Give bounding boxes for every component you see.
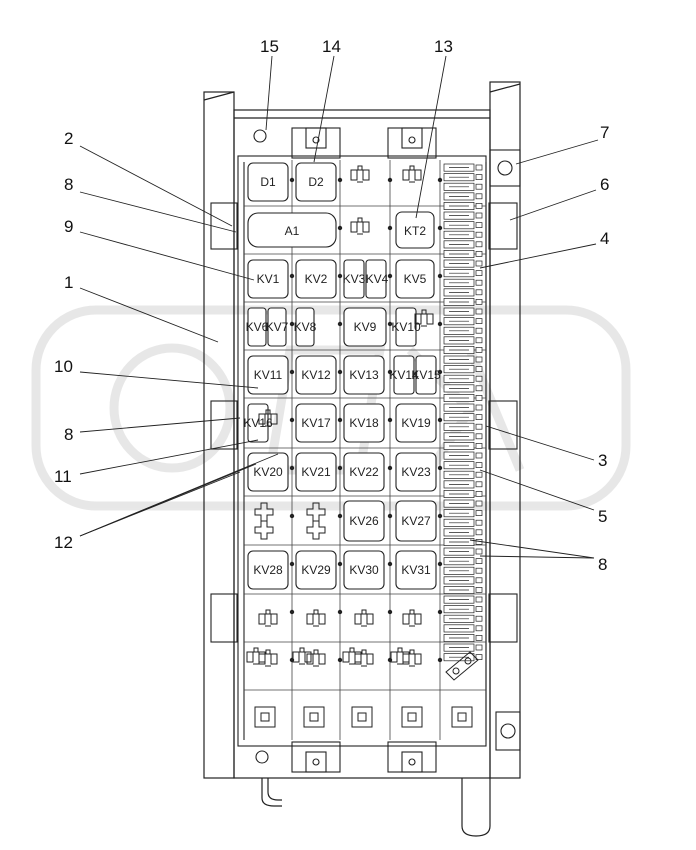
callout-15: 15 bbox=[260, 37, 279, 56]
module-KV2 bbox=[295, 259, 337, 299]
label-KV8: KV8 bbox=[294, 320, 317, 334]
label-KV13: KV13 bbox=[349, 368, 379, 382]
callout-10: 10 bbox=[54, 357, 73, 376]
label-KV17: KV17 bbox=[301, 416, 331, 430]
callout-12: 12 bbox=[54, 533, 73, 552]
callout-8-top: 8 bbox=[64, 175, 73, 194]
empty-relay-sockets bbox=[246, 165, 434, 667]
module-KV22 bbox=[343, 452, 385, 492]
label-KV2: KV2 bbox=[305, 272, 328, 286]
callout-8-bottom: 8 bbox=[598, 555, 607, 574]
module-labels: D1 D2 A1 KT2 KV1 KV2 KV3 KV4 KV5 KV6 KV7… bbox=[243, 175, 441, 577]
terminal-posts bbox=[254, 651, 479, 728]
label-KV21: KV21 bbox=[301, 465, 331, 479]
block-body bbox=[237, 155, 487, 747]
module-KV1 bbox=[247, 259, 289, 299]
label-KV19: KV19 bbox=[401, 416, 431, 430]
module-KV28 bbox=[247, 550, 289, 590]
module-KV5 bbox=[395, 259, 435, 299]
callout-6: 6 bbox=[600, 175, 609, 194]
callouts: 15 14 13 2 7 8 6 9 4 1 10 8 3 11 5 12 8 bbox=[54, 37, 609, 574]
label-D1: D1 bbox=[260, 175, 276, 189]
module-KV26 bbox=[343, 500, 385, 542]
label-KV7: KV7 bbox=[266, 320, 289, 334]
label-KV14: KV14 bbox=[389, 368, 419, 382]
callout-13: 13 bbox=[434, 37, 453, 56]
callout-7: 7 bbox=[600, 123, 609, 142]
module-KV8 bbox=[295, 307, 315, 347]
module-KV18 bbox=[343, 403, 385, 443]
mounting-rails bbox=[203, 81, 521, 837]
label-KV11: KV11 bbox=[254, 368, 283, 382]
leader-lines bbox=[79, 55, 599, 559]
side-brackets bbox=[210, 149, 521, 751]
module-KV7 bbox=[267, 307, 287, 347]
module-KV17 bbox=[295, 403, 337, 443]
module-KV6 bbox=[247, 307, 267, 347]
label-KV4: KV4 bbox=[366, 272, 389, 286]
module-KV21 bbox=[295, 452, 337, 492]
fuse-column bbox=[443, 163, 483, 662]
label-KV31: KV31 bbox=[401, 563, 431, 577]
module-KV13 bbox=[343, 355, 385, 395]
callout-2: 2 bbox=[64, 129, 73, 148]
module-KV15 bbox=[415, 355, 437, 395]
label-KV28: KV28 bbox=[253, 563, 283, 577]
label-KV16: KV16 bbox=[243, 416, 273, 430]
module-KV30 bbox=[343, 550, 385, 590]
module-A1 bbox=[247, 212, 337, 248]
module-KV19 bbox=[395, 403, 437, 443]
label-KV18: KV18 bbox=[349, 416, 379, 430]
label-KV6: KV6 bbox=[246, 320, 269, 334]
label-D2: D2 bbox=[308, 175, 324, 189]
module-KV31 bbox=[395, 550, 437, 590]
label-A1: A1 bbox=[285, 224, 300, 238]
module-KT2 bbox=[395, 211, 435, 249]
module-KV3 bbox=[343, 259, 365, 299]
module-KV29 bbox=[295, 550, 337, 590]
callout-8-mid: 8 bbox=[64, 425, 73, 444]
label-KT2: KT2 bbox=[404, 224, 426, 238]
module-KV14 bbox=[393, 355, 415, 395]
label-KV3: KV3 bbox=[343, 272, 366, 286]
label-KV9: KV9 bbox=[354, 320, 377, 334]
callout-11: 11 bbox=[54, 467, 72, 486]
module-KV12 bbox=[295, 355, 337, 395]
module-KV27 bbox=[395, 500, 437, 542]
label-KV20: KV20 bbox=[253, 465, 283, 479]
label-KV23: KV23 bbox=[401, 465, 431, 479]
callout-5: 5 bbox=[598, 507, 607, 526]
callout-1: 1 bbox=[64, 273, 73, 292]
callout-9: 9 bbox=[64, 217, 73, 236]
module-KV9 bbox=[343, 307, 387, 347]
label-KV26: KV26 bbox=[349, 514, 379, 528]
module-D2 bbox=[295, 162, 337, 202]
callout-4: 4 bbox=[600, 229, 609, 248]
label-KV30: KV30 bbox=[349, 563, 379, 577]
label-KV12: KV12 bbox=[301, 368, 331, 382]
module-KV4 bbox=[365, 259, 387, 299]
relay-modules bbox=[247, 162, 437, 590]
label-KV29: KV29 bbox=[301, 563, 331, 577]
callout-14: 14 bbox=[322, 37, 341, 56]
callout-3: 3 bbox=[598, 451, 607, 470]
block-grid bbox=[244, 160, 486, 740]
label-KV15: KV15 bbox=[411, 368, 441, 382]
clamps bbox=[253, 127, 437, 773]
label-KV1: KV1 bbox=[257, 272, 280, 286]
label-KV27: KV27 bbox=[401, 514, 431, 528]
module-KV11 bbox=[247, 355, 289, 395]
module-D1 bbox=[247, 162, 289, 202]
module-KV23 bbox=[395, 452, 437, 492]
label-KV5: KV5 bbox=[404, 272, 427, 286]
module-KV10 bbox=[395, 307, 417, 347]
label-KV10: KV10 bbox=[391, 320, 421, 334]
label-KV22: KV22 bbox=[349, 465, 379, 479]
